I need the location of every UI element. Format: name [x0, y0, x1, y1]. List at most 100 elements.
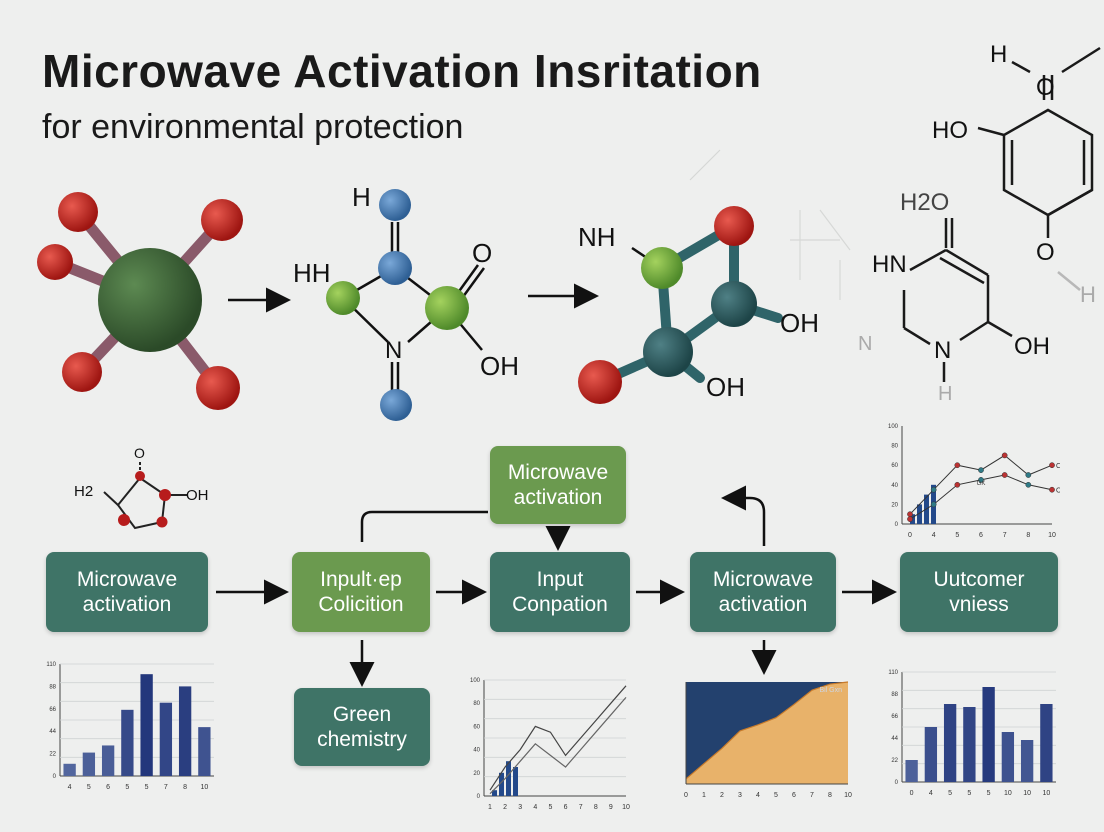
chart-bar-right-bar [1040, 704, 1053, 782]
chart-line-middle-bar [513, 767, 518, 796]
chart-area-tick-label: 1 [702, 792, 706, 799]
chart-area-tick-label: 8 [828, 792, 832, 799]
chart-area-line [685, 681, 849, 780]
flow-box-5-line1: Uutcomer [933, 568, 1025, 591]
chart-line-top-right-inline-label: GK [977, 481, 986, 487]
molecule-pyrimidine: H2O HN N N OH H [858, 189, 1050, 405]
chart-line-middle-series-line [489, 685, 627, 791]
chart-bar-right-bar [905, 760, 918, 782]
page-title: Microwave Activation Insritation [42, 45, 762, 97]
chart-area-tick-label: 10 [844, 792, 852, 799]
small-label-oh: OH [186, 487, 209, 504]
chart-bar-right-bar [943, 704, 957, 782]
chart-bar-right-y-tick: 88 [891, 692, 898, 698]
chart-line-middle-tick-label: 2 [503, 804, 507, 811]
chart-bar-left-y-tick: 88 [49, 684, 56, 690]
chart-bar-left-tick-label: 4 [68, 784, 72, 791]
flow-arrows [216, 485, 897, 687]
flow-box-bottom-line1: Green [332, 703, 392, 726]
m2-label-h: H [352, 182, 371, 212]
chart-line-top-right-y-tick: 100 [888, 424, 899, 430]
chart-bar-right-tick-label: 10 [1042, 790, 1050, 797]
chart-bar-left-tick-label: 10 [200, 784, 208, 791]
chart-line-middle-bar [506, 761, 511, 796]
chart-bar-right-tick-label: 0 [910, 790, 914, 797]
chart-line-top-right-point [1025, 481, 1032, 488]
chart-bar-right-tick-label: 4 [929, 790, 933, 797]
chart-line-top-right-y-tick: 20 [891, 502, 898, 508]
chart-area-tick-label: 4 [756, 792, 760, 799]
chart-line-top-right-point [930, 501, 937, 508]
chart-line-top-right: COKOHGK04567810020406080100 [888, 424, 1060, 539]
chart-bar-right-bar [1020, 740, 1034, 782]
flow-box-bottom-line2: chemistry [317, 728, 407, 751]
chart-bar-left-y-tick: 66 [49, 707, 56, 713]
chart-bar-left-y-tick: 0 [53, 774, 57, 780]
chart-bar-left-bar [82, 752, 96, 776]
flow-box-4-line1: Microwave [712, 568, 814, 591]
chart-bar-left-bar [121, 709, 134, 776]
chart-area-tick-label: 3 [738, 792, 742, 799]
m2-label-n: N [385, 337, 402, 364]
chart-bar-right-bar [924, 727, 938, 782]
chart-bar-right-bar [982, 687, 995, 782]
m2-label-hh: HH [293, 258, 331, 288]
page-subtitle: for environmental protection [42, 108, 464, 146]
chart-bar-right-tick-label: 5 [948, 790, 952, 797]
connector-box2-top [360, 510, 488, 542]
flow-box-1-line1: Microwave [76, 568, 178, 591]
chart-bar-left-bar [198, 727, 211, 776]
chart-line-middle-series-line [489, 697, 627, 795]
flow-box-top-line1: Microwave [507, 461, 609, 484]
chart-area-tick-label: 2 [720, 792, 724, 799]
chart-bar-left-y-tick: 110 [46, 662, 56, 668]
m2-label-oh: OH [480, 351, 519, 381]
chart-line-top-right-y-tick: 40 [891, 483, 898, 489]
flow-box-outcome: Uutcomer vniess [900, 552, 1058, 632]
chart-bar-right-y-tick: 0 [895, 780, 899, 786]
chart-bar-right-bar [963, 707, 976, 782]
chart-bar-left-bar [101, 745, 115, 776]
chart-line-top-right-point [1025, 472, 1032, 478]
molecule-ring: H O HO O H [932, 41, 1101, 307]
chart-line-top-right-y-tick: 80 [891, 444, 898, 450]
chart-bar-left-bar [63, 763, 76, 776]
chart-line-middle-bar [499, 772, 504, 796]
ring-label-ho: HO [932, 117, 968, 144]
chart-line-top-right-series-label: COK [1056, 463, 1060, 470]
chart-line-top-right-point [1049, 462, 1055, 469]
flow-box-top-line2: activation [513, 486, 603, 509]
py-label-n: N [934, 337, 951, 364]
chart-bar-left-y-tick: 44 [49, 729, 56, 735]
chart-line-middle-tick-label: 9 [609, 804, 613, 811]
chart-bar-right-y-tick: 66 [891, 714, 898, 720]
chart-line-top-right-point [954, 462, 961, 469]
molecule-small-ring: O H2 OH [74, 445, 209, 530]
chart-line-top-right-point [978, 467, 984, 473]
ring-label-o-bottom: O [1036, 239, 1055, 266]
chart-area-area [686, 682, 848, 784]
py-label-h: H [938, 383, 952, 405]
chart-line-top-right-series-label: OH [1056, 488, 1060, 495]
chart-bar-right-tick-label: 10 [1004, 790, 1012, 797]
chart-line-top-right-bar [917, 504, 922, 524]
flow-box-3-line1: Input [536, 568, 584, 591]
m2-label-o: O [472, 238, 492, 268]
chart-bar-left-bar [140, 674, 153, 776]
chart-bar-right-bar [1001, 732, 1015, 782]
chart-bar-right-y-tick: 110 [888, 670, 898, 676]
flow-box-1-line2: activation [82, 593, 172, 616]
chart-bar-right-tick-label: 10 [1023, 790, 1031, 797]
chart-line-middle-tick-label: 4 [533, 804, 537, 811]
chart-line-top-right-point [954, 481, 961, 488]
chart-bar-right-tick-label: 5 [987, 790, 991, 797]
ring-label-h: H [990, 41, 1007, 68]
chart-line-middle-y-tick: 0 [477, 794, 481, 800]
chart-line-top-right-point [1001, 472, 1008, 478]
flow-box-5-line2: vniess [949, 593, 1009, 616]
small-label-o: O [134, 445, 145, 461]
